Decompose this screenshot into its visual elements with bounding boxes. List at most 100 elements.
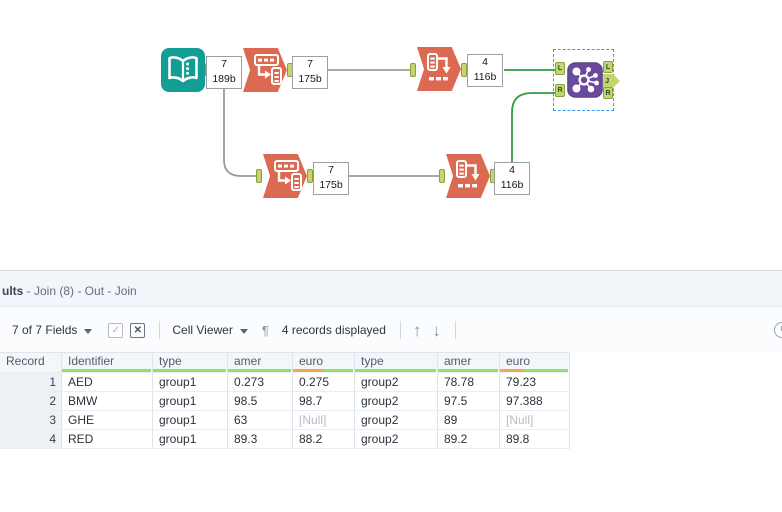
join-icon (567, 62, 603, 98)
results-title-fragment: ults (2, 284, 24, 298)
select-all-fields-icon[interactable]: ✓ (108, 322, 124, 338)
connection-wires (223, 69, 556, 177)
crosstab-icon (417, 47, 461, 91)
data-cell[interactable]: RED (62, 430, 153, 449)
column-header-amer-6[interactable]: amer (438, 353, 500, 373)
data-cell[interactable]: 63 (228, 411, 293, 430)
transpose-bottom-input-anchor[interactable] (256, 169, 262, 183)
data-cell[interactable]: group2 (355, 411, 438, 430)
record-number-cell[interactable]: 4 (0, 430, 62, 449)
column-header-euro-7[interactable]: euro (500, 353, 570, 373)
record-count: 4 (482, 56, 488, 68)
clock-icon[interactable] (774, 322, 782, 338)
record-number-cell[interactable]: 3 (0, 411, 62, 430)
toolbar-separator (159, 321, 161, 339)
cell-viewer-dropdown[interactable]: Cell Viewer (172, 323, 248, 337)
text-input-tool[interactable] (161, 48, 205, 92)
join-input-left-anchor[interactable]: L (555, 62, 565, 75)
data-cell[interactable]: group1 (153, 430, 228, 449)
data-quality-bar (153, 369, 226, 372)
data-cell[interactable]: GHE (62, 411, 153, 430)
data-cell[interactable]: 89.2 (438, 430, 500, 449)
data-cell[interactable]: group1 (153, 392, 228, 411)
record-count: 7 (221, 58, 227, 70)
data-cell[interactable]: 89 (438, 411, 500, 430)
data-cell[interactable]: group1 (153, 373, 228, 392)
scroll-down-button[interactable]: ↓ (432, 320, 441, 340)
column-header-amer-3[interactable]: amer (228, 353, 293, 373)
data-cell[interactable]: 78.78 (438, 373, 500, 392)
data-cell[interactable]: 89.3 (228, 430, 293, 449)
annotation-text-input[interactable]: 7 189b (206, 56, 242, 89)
data-cell[interactable]: group2 (355, 373, 438, 392)
annotation-crosstab-bottom[interactable]: 4 116b (494, 162, 530, 195)
transpose-bottom-output-anchor[interactable] (307, 169, 313, 183)
clear-selection-icon[interactable]: ✕ (130, 322, 146, 338)
column-header-identifier-1[interactable]: Identifier (62, 353, 153, 373)
results-panel-header: ults - Join (8) - Out - Join (0, 270, 782, 307)
data-cell[interactable]: AED (62, 373, 153, 392)
record-number-cell[interactable]: 1 (0, 373, 62, 392)
data-cell[interactable]: 0.273 (228, 373, 293, 392)
data-quality-bar (228, 369, 291, 372)
crosstab-top-input-anchor[interactable] (410, 63, 416, 77)
data-cell[interactable]: 79.23 (500, 373, 570, 392)
annotation-transpose-top[interactable]: 7 175b (292, 56, 328, 89)
data-cell[interactable]: 97.388 (500, 392, 570, 411)
text-input-book-icon (161, 48, 205, 92)
toolbar-separator (399, 321, 401, 339)
chevron-down-icon (84, 329, 93, 334)
data-cell[interactable]: group2 (355, 392, 438, 411)
annotation-transpose-bottom[interactable]: 7 175b (313, 162, 349, 195)
join-output-right-anchor[interactable]: R (603, 87, 613, 99)
transpose-tool-bottom[interactable] (263, 154, 307, 198)
data-cell[interactable]: 89.8 (500, 430, 570, 449)
data-cell[interactable]: group1 (153, 411, 228, 430)
join-output-left-anchor[interactable]: L (603, 61, 613, 73)
crosstab-tool-bottom[interactable] (446, 154, 490, 198)
data-cell[interactable]: 97.5 (438, 392, 500, 411)
join-tool[interactable] (567, 62, 603, 98)
column-header-type-2[interactable]: type (153, 353, 228, 373)
crosstab-bottom-input-anchor[interactable] (439, 169, 445, 183)
data-quality-bar (438, 369, 498, 372)
wire-crosstab-bottom-to-join-right[interactable] (511, 92, 556, 162)
record-count: 7 (307, 58, 313, 70)
crosstab-tool-top[interactable] (417, 47, 461, 91)
show-whitespace-icon[interactable]: ¶ (261, 322, 269, 338)
data-size: 175b (298, 73, 322, 85)
data-quality-bar (293, 369, 353, 372)
data-cell[interactable]: [Null] (293, 411, 355, 430)
scroll-up-button[interactable]: ↑ (412, 320, 422, 340)
chevron-down-icon (239, 329, 248, 334)
wire-input-to-transpose-bottom[interactable] (223, 89, 256, 177)
annotation-crosstab-top[interactable]: 4 116b (467, 54, 503, 87)
data-quality-bar (355, 369, 436, 372)
crosstab-top-output-anchor[interactable] (461, 63, 467, 77)
data-cell[interactable]: [Null] (500, 411, 570, 430)
column-header-record-0[interactable]: Record (0, 353, 62, 373)
column-header-euro-4[interactable]: euro (293, 353, 355, 373)
results-panel: ults - Join (8) - Out - Join 7 of 7 Fiel… (0, 270, 782, 512)
data-cell[interactable]: BMW (62, 392, 153, 411)
join-output-join-anchor[interactable]: J (603, 74, 620, 88)
record-number-cell[interactable]: 2 (0, 392, 62, 411)
data-cell[interactable]: 98.5 (228, 392, 293, 411)
results-breadcrumb: - Join (8) - Out - Join (23, 284, 137, 298)
records-displayed-label: 4 records displayed (281, 323, 386, 337)
record-count: 7 (328, 164, 334, 176)
column-header-type-5[interactable]: type (355, 353, 438, 373)
transpose-tool-top[interactable] (243, 48, 287, 92)
data-quality-bar (62, 369, 151, 372)
fields-dropdown[interactable]: 7 of 7 Fields (12, 323, 93, 337)
data-cell[interactable]: 88.2 (293, 430, 355, 449)
join-input-right-anchor[interactable]: R (555, 84, 565, 97)
data-size: 116b (500, 179, 524, 191)
data-cell[interactable]: group2 (355, 430, 438, 449)
data-cell[interactable]: 0.275 (293, 373, 355, 392)
workflow-canvas[interactable]: 7 189b 7 175b (0, 0, 782, 270)
data-cell[interactable]: 98.7 (293, 392, 355, 411)
